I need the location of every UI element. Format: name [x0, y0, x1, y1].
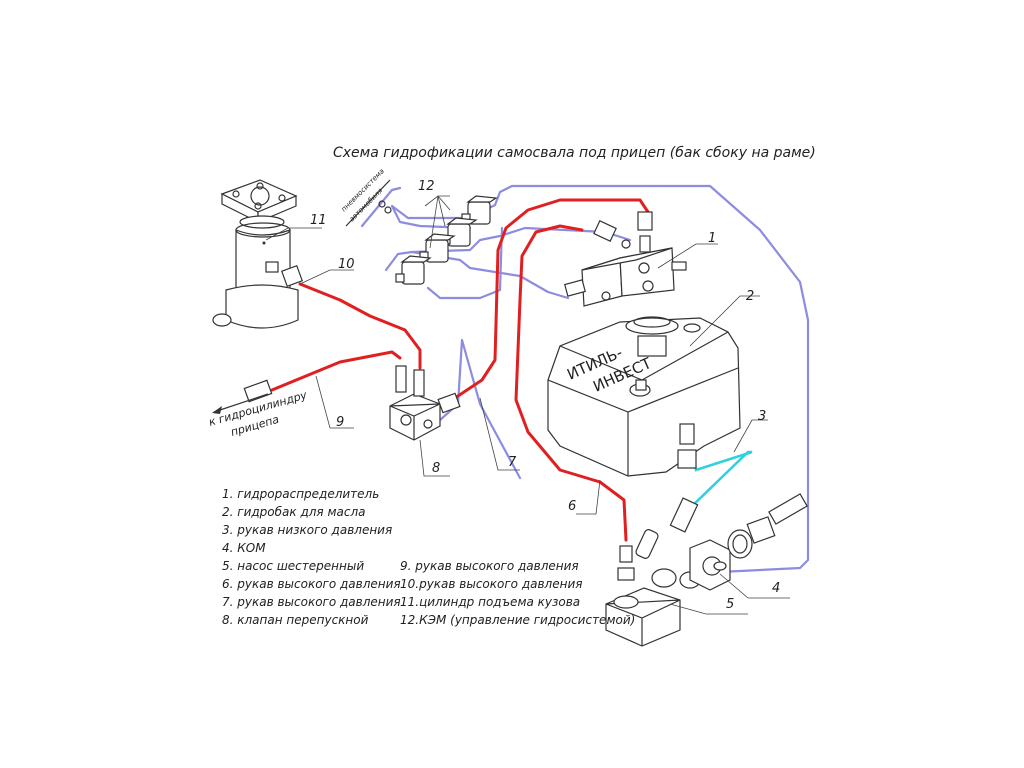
pto-unit — [689, 493, 808, 591]
bypass-valve — [243, 365, 461, 441]
callout-2: 2 — [746, 289, 754, 304]
legend-item: 10.рукав высокого давления — [400, 577, 582, 591]
legend-item: 9. рукав высокого давления — [400, 559, 579, 573]
callout-11: 11 — [310, 213, 327, 228]
hydraulic-distributor — [564, 211, 687, 307]
callout-6: 6 — [568, 499, 576, 514]
low-pressure-hose — [688, 450, 753, 510]
callout-4: 4 — [772, 581, 780, 596]
callout-1: 1 — [708, 231, 716, 246]
legend-item: 8. клапан перепускной — [222, 613, 369, 627]
legend-right: 9. рукав высокого давления 10.рукав высо… — [400, 559, 635, 627]
legend-item: 4. КОМ — [222, 541, 266, 555]
legend-item: 5. насос шестеренный — [222, 559, 364, 573]
callout-7: 7 — [508, 455, 517, 470]
legend-left: 1. гидрораспределитель 2. гидробак для м… — [222, 487, 401, 627]
callout-12: 12 — [418, 179, 435, 194]
legend-item: 2. гидробак для масла — [222, 505, 365, 519]
legend-item: 12.КЭМ (управление гидросистемой) — [400, 613, 635, 627]
callout-8: 8 — [432, 461, 440, 476]
hydraulic-tank: ИТИЛЬ- ИНВЕСТ — [547, 316, 741, 477]
lift-cylinder — [212, 179, 304, 329]
legend-item: 3. рукав низкого давления — [222, 523, 392, 537]
legend-item: 7. рукав высокого давления — [222, 595, 401, 609]
kem-valves — [378, 195, 498, 285]
callout-3: 3 — [758, 409, 766, 424]
callout-10: 10 — [338, 257, 355, 272]
legend-item: 6. рукав высокого давления — [222, 577, 401, 591]
legend-item: 1. гидрораспределитель — [222, 487, 379, 501]
legend-item: 11.цилиндр подъема кузова — [400, 595, 580, 609]
callout-5: 5 — [726, 597, 734, 612]
callout-9: 9 — [336, 415, 344, 430]
diagram-title: Схема гидрофикации самосвала под прицеп … — [333, 145, 816, 161]
leader-lines — [265, 195, 790, 615]
gear-pump — [605, 497, 701, 647]
red-pressure-lines — [270, 198, 650, 542]
